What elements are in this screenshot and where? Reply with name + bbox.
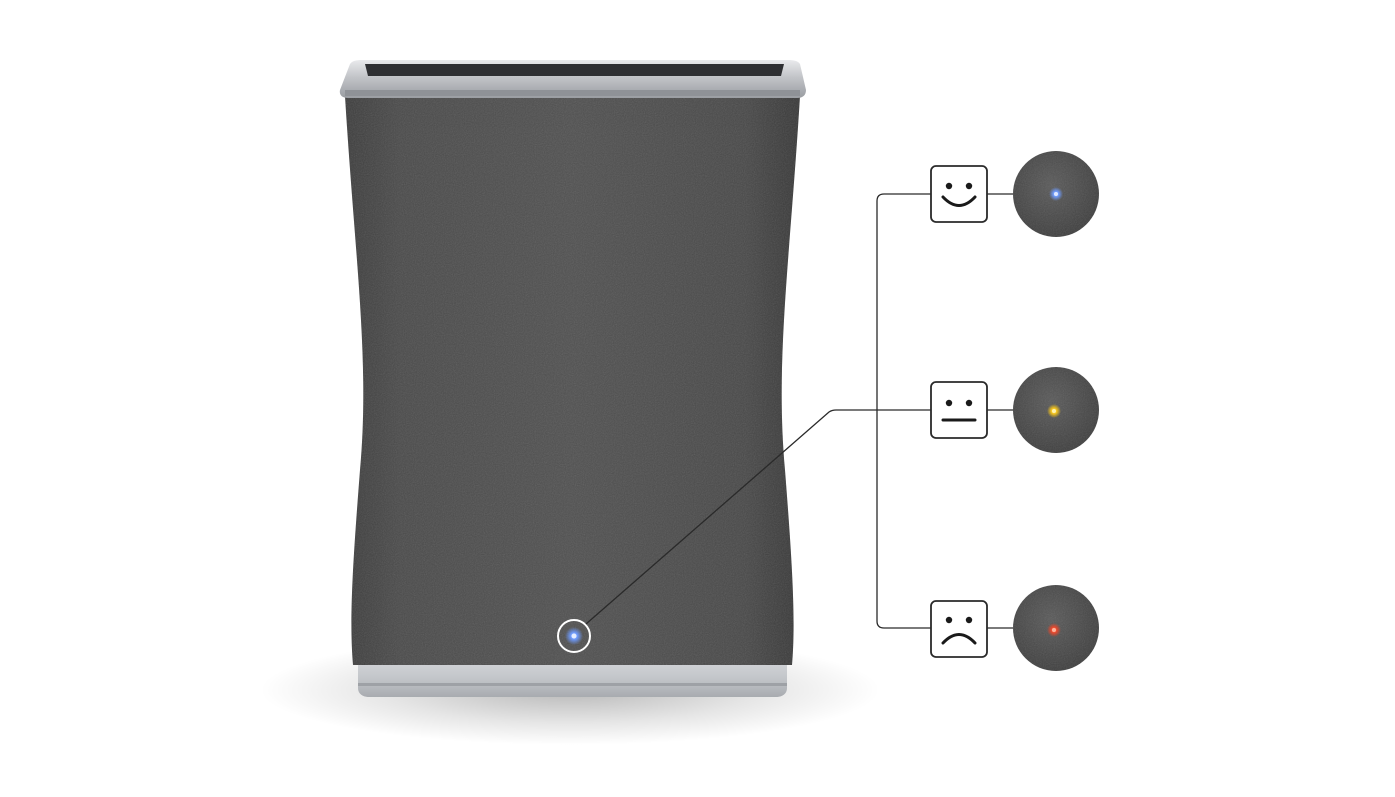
good-light-sample (1013, 151, 1099, 237)
smiley-happy-icon (930, 165, 988, 223)
legend-poor (930, 585, 1099, 671)
smiley-sad-icon (930, 600, 988, 658)
purifier-top-rim (339, 60, 806, 98)
purifier-body (345, 96, 800, 665)
purifier-base (358, 655, 787, 697)
fair-light-sample (1013, 367, 1099, 453)
poor-light-sample (1013, 585, 1099, 671)
legend-fair (930, 367, 1099, 453)
legend-good (930, 151, 1099, 237)
connector-lines (585, 193, 1013, 629)
smiley-neutral-icon (930, 381, 988, 439)
device-indicator-light (557, 619, 591, 653)
